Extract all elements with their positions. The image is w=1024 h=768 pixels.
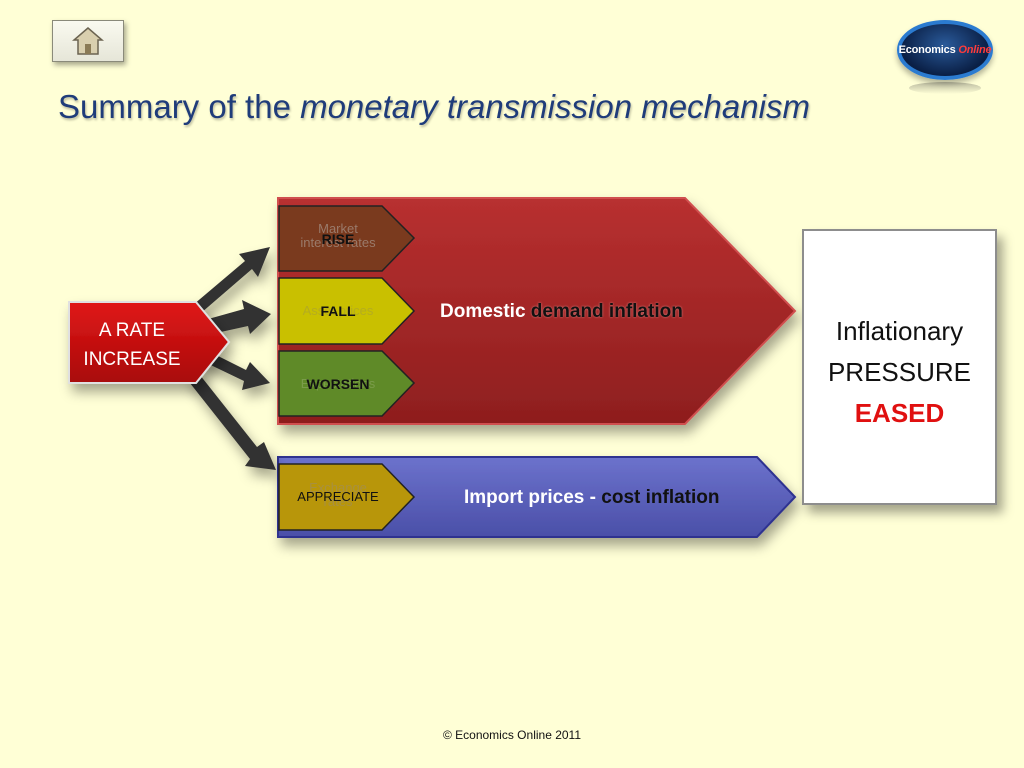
logo-oval: Economics Online	[897, 20, 993, 80]
appreciate-effect: APPRECIATE	[297, 489, 379, 504]
asset-prices-label: Asset prices	[302, 303, 374, 318]
logo-text: Economics Online	[898, 44, 992, 56]
pill-expectations	[278, 350, 416, 417]
pill-interest-rates	[278, 205, 416, 272]
inflationary-pressure-box: Inflationary PRESSURE EASED	[802, 229, 997, 505]
pill-asset-prices	[278, 277, 416, 345]
worsen-effect: WORSEN	[306, 376, 370, 392]
home-icon	[72, 27, 104, 55]
page-title: Summary of the monetary transmission mec…	[58, 88, 810, 125]
rise-effect: RISE	[321, 231, 355, 247]
rate-increase-box	[68, 301, 231, 384]
pill-exchange-rates	[278, 463, 416, 531]
import-prices-arrow	[277, 456, 797, 538]
fall-effect: FALL	[320, 303, 356, 319]
economics-online-logo[interactable]: Economics Online	[895, 18, 997, 94]
pressure-label: PRESSURE	[827, 357, 972, 387]
arrow-to-exchange-rates	[186, 370, 276, 470]
logo-reflection	[909, 82, 981, 94]
domestic-demand-arrow	[277, 197, 797, 425]
domestic-demand-text: Domestic demand inflation	[440, 301, 683, 322]
import-prices-text: Import prices - cost inflation	[464, 487, 720, 508]
expectations-label: Expectations	[300, 376, 376, 391]
inflationary-label: Inflationary	[835, 316, 964, 346]
eased-label: EASED	[854, 398, 945, 428]
home-button[interactable]	[52, 20, 124, 62]
arrow-to-interest-rates	[193, 247, 270, 313]
copyright-footer: © Economics Online 2011	[442, 728, 582, 742]
